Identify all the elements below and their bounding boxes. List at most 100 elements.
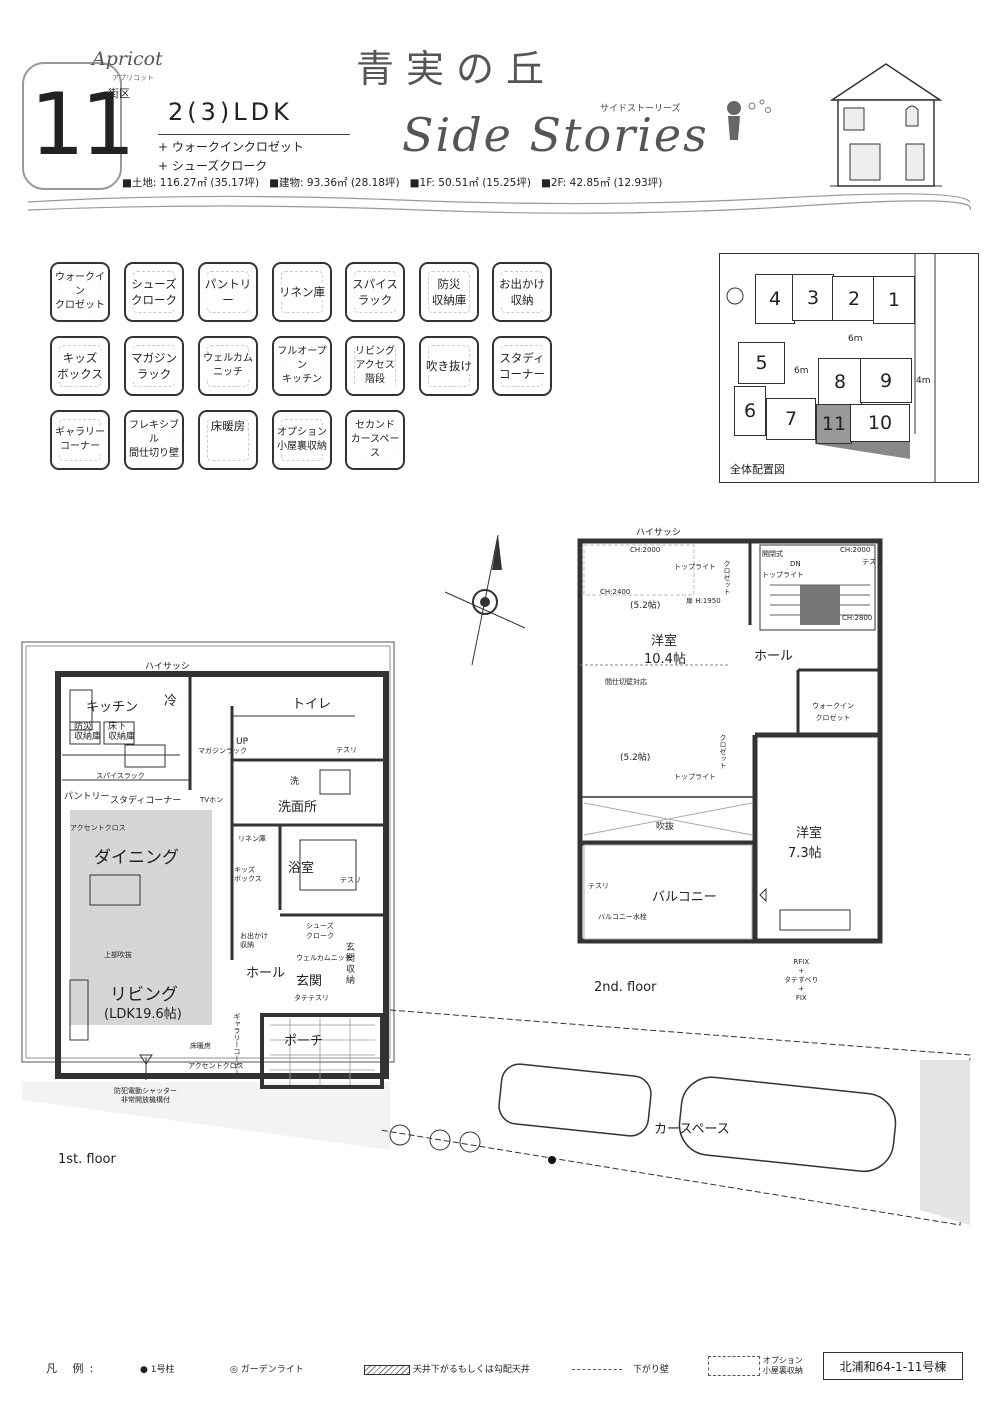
feature-spice-rack-icon: スパイス ラック: [345, 262, 405, 322]
f2-balcony-handrail-label: テスリ: [588, 882, 609, 890]
f1-tv-intercom-label: TVホン: [200, 796, 224, 804]
car-space-label: カースペース: [654, 1122, 730, 1137]
area-building: ■建物: 93.36㎡ (28.18坪): [269, 177, 400, 189]
f2-western-room-size: 10.4帖: [644, 652, 686, 667]
feature-flexible-wall-icon: フレキシブル 間仕切り壁: [124, 410, 184, 470]
floor1-caption: 1st. floor: [58, 1152, 116, 1167]
f1-disaster-storage-label: 防災 収納庫: [74, 722, 102, 742]
f2-partition-label: 間仕切壁対応: [605, 678, 647, 686]
f1-accent-cloth-label: アクセントクロス: [70, 824, 126, 832]
compass-icon: [444, 534, 526, 666]
feature-study-corner-icon: スタディ コーナー: [492, 336, 552, 396]
f2-walkin-closet-label: ウォークイン クロゼット: [812, 702, 854, 722]
f1-shoes-cloak-label: シューズ クローク: [306, 922, 334, 940]
feature-living-stairs-icon: リビング アクセス 階段: [345, 336, 405, 396]
f2-hall-label: ホール: [754, 649, 794, 664]
child-figure-icon: [727, 99, 771, 140]
legend-garden-light: ◎ ガーデンライト: [230, 1365, 304, 1375]
lot-7: 7: [766, 398, 816, 440]
feature-magazine-rack-icon: マガジン ラック: [124, 336, 184, 396]
f1-pantry-label: パントリー: [64, 792, 110, 802]
building-address: 北浦和64-1-11号棟: [823, 1352, 963, 1380]
feature-kids-box-icon: キッズ ボックス: [50, 336, 110, 396]
hatch-pattern-icon: [364, 1364, 410, 1375]
f1-entrance-storage-label: 玄 関 収 納: [346, 943, 356, 986]
f1-outing-storage-label: お出かけ 収納: [240, 932, 268, 949]
f1-linen-label: リネン庫: [238, 835, 266, 843]
feature-welcome-niche-icon: ウェルカム ニッチ: [198, 336, 258, 396]
attic-area-icon: [708, 1356, 760, 1376]
f1-fridge-label: 冷: [164, 694, 178, 709]
project-title-kana: サイドストーリーズ: [600, 104, 681, 114]
lot-2: 2: [832, 276, 876, 321]
brand-logo: Apricot: [92, 48, 163, 70]
feature-gallery-corner-icon: ギャラリー コーナー: [50, 410, 110, 470]
lot-11: 11: [816, 404, 852, 444]
brand-kana: アプリコット: [112, 74, 154, 82]
area-2f: ■2F: 42.85㎡ (12.93坪): [540, 177, 663, 189]
f1-living-label: リビング: [110, 985, 178, 1005]
f1-gallery-corner-label: ギャラリーコーナー: [233, 1013, 241, 1076]
legend: 凡 例:: [46, 1360, 99, 1376]
project-title-en: Side Stories: [402, 108, 709, 162]
site-map: 4 3 2 1 5 8 9 6 7 11 10 6m 6m 4m 全体配置図: [719, 253, 979, 483]
lot-5: 5: [738, 342, 785, 384]
lot-9: 9: [860, 358, 912, 403]
f1-toilet-label: トイレ: [292, 697, 332, 712]
f2-atrium-label: 吹抜: [656, 822, 675, 832]
f1-dining-label: ダイニング: [94, 848, 179, 868]
f1-underfloor-storage-label: 床下 収納庫: [108, 722, 136, 742]
lot-number-frame: [22, 62, 122, 190]
road-width-label: 6m: [848, 334, 863, 344]
f1-kitchen-label: キッチン: [86, 700, 139, 715]
garden-light-icon: ◎: [230, 1365, 238, 1375]
f2-western-room-2-size: 7.3帖: [788, 846, 822, 861]
legend-pillar: ● 1号柱: [140, 1365, 175, 1375]
f2-stairs-down-label: DN: [790, 560, 801, 568]
road-width-label: 4m: [916, 376, 931, 386]
f2-ceiling-height-label-2: CH:2000: [840, 546, 871, 554]
lot-3: 3: [792, 274, 834, 321]
f1-stairs-up-label: UP: [236, 737, 249, 747]
f2-closet-label-2: クロゼット: [719, 734, 727, 769]
car-space-plan: [380, 1009, 971, 1226]
f1-kids-box-label: キッズ ボックス: [234, 866, 262, 883]
f2-western-room-2-label: 洋室: [796, 826, 823, 841]
feature-floor-heating-icon: 床暖房: [198, 410, 258, 470]
f1-floor-heating-label: 床暖房: [190, 1042, 211, 1050]
legend-ceiling: 天井下がるもしくは勾配天井: [364, 1362, 530, 1375]
divider: [158, 134, 350, 135]
feature-outing-storage-icon: お出かけ 収納: [492, 262, 552, 322]
f2-balcony-faucet-label: バルコニー水栓: [598, 913, 647, 921]
lot-number: 11: [30, 75, 135, 175]
plan-option: + ウォークインクロゼット: [158, 140, 304, 154]
feature-linen-icon: リネン庫: [272, 262, 332, 322]
f2-ceiling-height-label: CH:2000: [630, 546, 661, 554]
f1-bath-label: 浴室: [288, 861, 315, 876]
f1-accent-cloth-label-2: アクセントクロス: [188, 1062, 244, 1070]
area-summary: ■土地: 116.27㎡ (35.17坪)■建物: 93.36㎡ (28.18坪…: [122, 175, 672, 190]
f2-high-sash-label: ハイサッシ: [636, 528, 681, 538]
dashed-line-icon: [572, 1369, 622, 1370]
f1-hall-label: ホール: [246, 966, 286, 981]
plan-layout: 2(3)LDK: [168, 98, 293, 126]
f1-entrance-label: 玄関: [296, 974, 323, 989]
f1-handrail-label: テスリ: [336, 746, 357, 754]
floor1-plan: [21, 641, 395, 1150]
f2-closet-label: クロゼット: [723, 560, 731, 595]
f2-sub-room-label-2: (5.2帖): [620, 753, 651, 763]
f1-bath-handrail-label: テスリ: [340, 876, 361, 884]
lot-1: 1: [873, 276, 915, 324]
feature-atrium-icon: 吹き抜け: [419, 336, 479, 396]
feature-shoes-cloak-icon: シューズ クローク: [124, 262, 184, 322]
road-width-label: 6m: [794, 366, 809, 376]
feature-disaster-storage-icon: 防災 収納庫: [419, 262, 479, 322]
f1-study-corner-label: スタディコーナー: [110, 796, 182, 806]
house-elevation-icon: [830, 63, 942, 187]
f1-shutter-label: 防犯電動シャッター 非常開放機構付: [114, 1087, 177, 1104]
f1-atrium-above-label: 上部吹抜: [104, 951, 132, 959]
f1-ldk-size-label: (LDK19.6帖): [104, 1007, 182, 1022]
header-wave-divider: [27, 193, 972, 214]
f1-high-sash-label: ハイサッシ: [145, 662, 190, 672]
area-1f: ■1F: 50.51㎡ (15.25坪): [409, 177, 531, 189]
